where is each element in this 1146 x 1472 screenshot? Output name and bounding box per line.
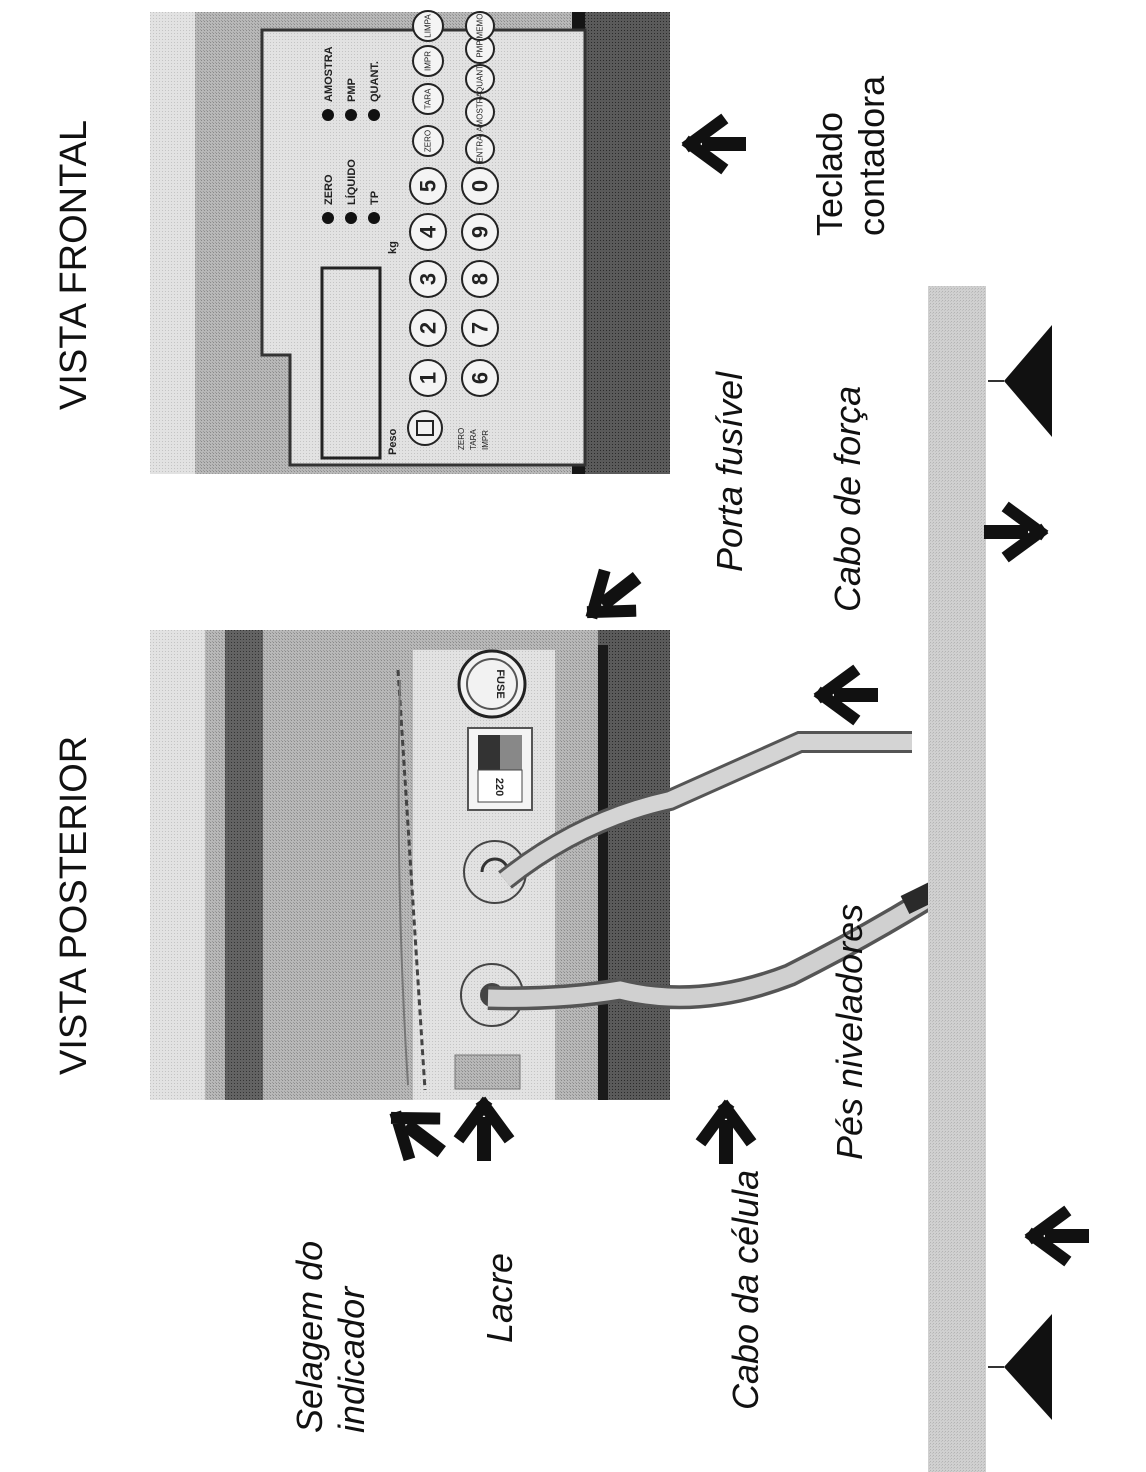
label-fuse-holder: Porta fusível [709, 371, 750, 572]
key-4-label: 4 [416, 225, 441, 238]
fn-key-top-2-label: IMPR [424, 51, 433, 71]
key-6-label: 6 [468, 372, 493, 384]
svg-text:IMPR: IMPR [481, 430, 490, 450]
front-panel-photo: kg Peso ZERO LÍQUIDO TP AMOSTRA PMP QUAN… [150, 10, 670, 474]
svg-text:ZERO: ZERO [457, 428, 466, 450]
fuse-holder: FUSE [457, 649, 527, 719]
led-zero: ZERO [323, 174, 335, 205]
fn-key-top-0-label: ZERO [424, 130, 433, 152]
key-4: 4 [409, 213, 447, 251]
key-9: 9 [461, 213, 499, 251]
fn-key-bottom-2-label: QUANT [476, 65, 485, 93]
label-leveling-feet: Pés niveladores [829, 904, 870, 1160]
floor-strip [928, 286, 986, 1472]
rear-view-title: VISTA POSTERIOR [53, 736, 95, 1075]
keypad: 1 2 3 4 5 6 7 8 9 0 ZERO TARA IMPR LIMPA ENTRA AMOSTRAQ… [409, 10, 499, 397]
key-9-label: 9 [468, 226, 493, 238]
leveling-foot-top [988, 325, 1052, 437]
key-6: 6 [461, 359, 499, 397]
arrow-fuse-holder [579, 560, 650, 629]
fn-key-top-3: LIMPA [412, 10, 444, 42]
fn-key-bottom-4: MEMO [465, 11, 495, 41]
weight-display [320, 266, 382, 460]
key-2-label: 2 [416, 322, 441, 334]
front-view-title: VISTA FRONTAL [53, 120, 95, 410]
fn-key-top-1-label: TARA [424, 88, 433, 109]
svg-text:TARA: TARA [469, 429, 478, 450]
fn-key-top-3-label: LIMPA [424, 14, 433, 38]
rear-panel-photo: FUSE 220 [150, 630, 670, 1100]
arrow-foot-bottom [1033, 1214, 1089, 1258]
peso-label: Peso [387, 428, 399, 455]
fn-key-top-2: IMPR [412, 45, 444, 77]
arrow-cell-cable [704, 1108, 748, 1164]
indicator-leds: ZERO LÍQUIDO TP AMOSTRA PMP QUANT. [322, 46, 381, 224]
fn-key-bottom-4-label: MEMO [476, 14, 485, 39]
key-7-label: 7 [468, 322, 493, 334]
fn-key-bottom-1-label: AMOSTRA [476, 92, 485, 132]
key-2: 2 [409, 309, 447, 347]
led-amostra: AMOSTRA [323, 46, 335, 102]
arrow-indicator-seal [384, 1100, 455, 1169]
label-keyboard-line1: Teclado [809, 112, 850, 236]
key-7: 7 [461, 309, 499, 347]
fn-key-bottom-0-label: ENTRA [476, 135, 485, 163]
key-8-label: 8 [468, 273, 493, 285]
led-quant: QUANT. [369, 61, 381, 102]
fn-key-bottom-0: ENTRA [465, 134, 495, 164]
key-3: 3 [409, 260, 447, 298]
led-tp: TP [369, 191, 381, 205]
tare-key [407, 410, 443, 446]
label-seal: Lacre [479, 1253, 520, 1343]
display-unit-mark: kg [387, 241, 399, 254]
key-5: 5 [409, 167, 447, 205]
label-indicator-seal-line1: Selagem do [289, 1241, 330, 1433]
key-5-label: 5 [416, 180, 441, 192]
arrow-foot-top [984, 510, 1040, 554]
label-keyboard-line2: contadora [851, 75, 892, 236]
fn-key-top-0: ZERO [412, 125, 444, 157]
fuse-label: FUSE [494, 669, 506, 698]
arrow-keyboard [690, 122, 746, 166]
leveling-foot-bottom [988, 1314, 1052, 1420]
key-0: 0 [461, 167, 499, 205]
label-cell-cable: Cabo da célula [725, 1170, 766, 1410]
fn-key-top-1: TARA [412, 83, 444, 115]
label-power-cable: Cabo de força [827, 386, 868, 612]
side-small-labels: ZERO TARA IMPR [457, 428, 490, 450]
voltage-selector: 220 [467, 727, 533, 811]
voltage-label: 220 [493, 778, 505, 796]
led-pmp: PMP [346, 78, 358, 102]
fn-key-bottom-2: QUANT [465, 64, 495, 94]
label-indicator-seal-line2: indicador [331, 1285, 372, 1433]
key-0-label: 0 [468, 180, 493, 192]
fn-key-bottom-3-label: PMP [476, 40, 485, 57]
led-liquido: LÍQUIDO [345, 159, 358, 205]
key-3-label: 3 [416, 273, 441, 285]
arrow-power-cable [822, 673, 878, 717]
arrow-seal [462, 1105, 506, 1161]
fn-key-bottom-1: AMOSTRA [465, 92, 495, 132]
key-8: 8 [461, 260, 499, 298]
key-1-label: 1 [416, 372, 441, 384]
key-1: 1 [409, 359, 447, 397]
power-cable [498, 731, 912, 889]
seal [454, 1054, 521, 1090]
